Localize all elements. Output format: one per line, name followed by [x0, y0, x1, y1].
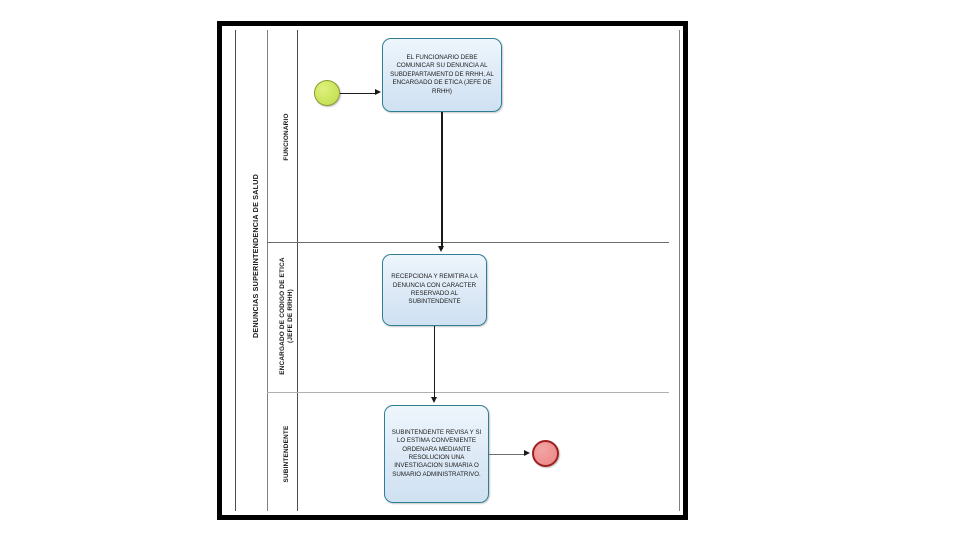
swimlane-pool: DENUNCIAS SUPERINTENDENCIA DE SALUD FUNC…: [227, 30, 680, 511]
lane-divider-2: [267, 392, 669, 393]
pool-right-rule: [679, 30, 680, 511]
flow-task2-task3: [433, 326, 436, 400]
lane-label-encargado-etica-line1: ENCARGADO DE CODIGO DE ETICA: [279, 257, 286, 375]
task-3-label: SUBINTENDENTE REVISA Y SI LO ESTIMA CONV…: [391, 428, 482, 478]
task-2-label: RECEPCIONA Y REMITIRA LA DENUNCIA CON CA…: [391, 273, 478, 306]
lane-title-column-rule: [297, 30, 298, 511]
diagram-frame: DENUNCIAS SUPERINTENDENCIA DE SALUD FUNC…: [217, 21, 688, 520]
end-event[interactable]: [532, 440, 559, 467]
flow-task3-end-arrowhead: [524, 450, 530, 457]
lane-label-funcionario: FUNCIONARIO: [283, 113, 290, 161]
flow-task1-task2-arrowhead: [438, 246, 445, 252]
pool-title-column-rule: [267, 30, 268, 511]
task-3[interactable]: SUBINTENDENTE REVISA Y SI LO ESTIMA CONV…: [384, 405, 489, 503]
task-1-label: EL FUNCIONARIO DEBE COMUNICAR SU DENUNCI…: [390, 53, 494, 95]
pool-title: DENUNCIAS SUPERINTENDENCIA DE SALUD: [251, 173, 260, 339]
lane-label-encargado-etica: ENCARGADO DE CODIGO DE ETICA (JEFE DE RR…: [279, 242, 295, 390]
start-event[interactable]: [314, 80, 340, 106]
task-2[interactable]: RECEPCIONA Y REMITIRA LA DENUNCIA CON CA…: [382, 254, 487, 326]
flow-start-task1-arrowhead: [375, 89, 381, 96]
flow-task1-task2: [441, 112, 443, 249]
task-1[interactable]: EL FUNCIONARIO DEBE COMUNICAR SU DENUNCI…: [382, 38, 502, 112]
lane-label-encargado-etica-line2: (JEFE DE RRHH): [287, 289, 294, 343]
lane-divider-1: [267, 242, 669, 243]
flow-task2-task3-arrowhead: [430, 397, 437, 403]
flow-task3-end: [489, 453, 525, 455]
lane-label-subintendente: SUBINTENDENTE: [283, 425, 290, 483]
pool-left-rule: [235, 30, 236, 511]
flow-start-task1: [340, 92, 376, 94]
